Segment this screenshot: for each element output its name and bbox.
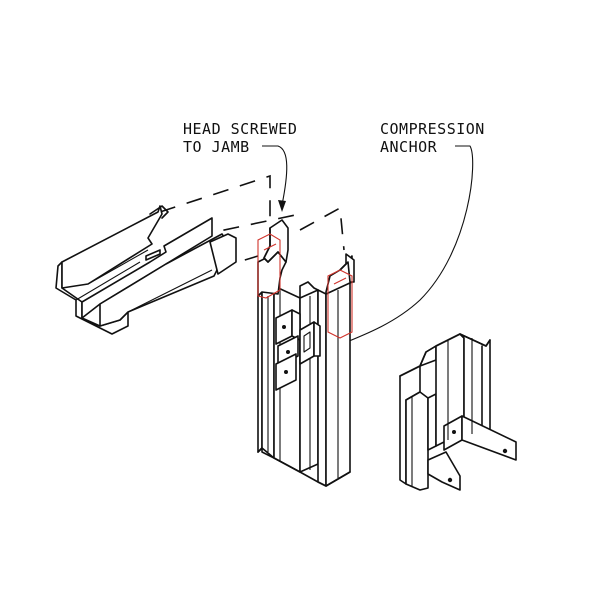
jamb-with-floor-anchor bbox=[399, 333, 517, 491]
leader-head-screwed bbox=[262, 145, 288, 212]
jamb-clip-lower bbox=[275, 353, 297, 391]
label-head-screwed-line2: TO JAMB bbox=[183, 138, 250, 156]
label-head-screwed-line1: HEAD SCREWED bbox=[183, 120, 297, 138]
frame-head bbox=[55, 205, 237, 335]
compression-anchor-clip bbox=[299, 321, 321, 365]
label-compression-line1: COMPRESSION bbox=[380, 120, 485, 138]
head-tab-highlights bbox=[257, 233, 353, 339]
label-compression-line2: ANCHOR bbox=[380, 138, 438, 156]
